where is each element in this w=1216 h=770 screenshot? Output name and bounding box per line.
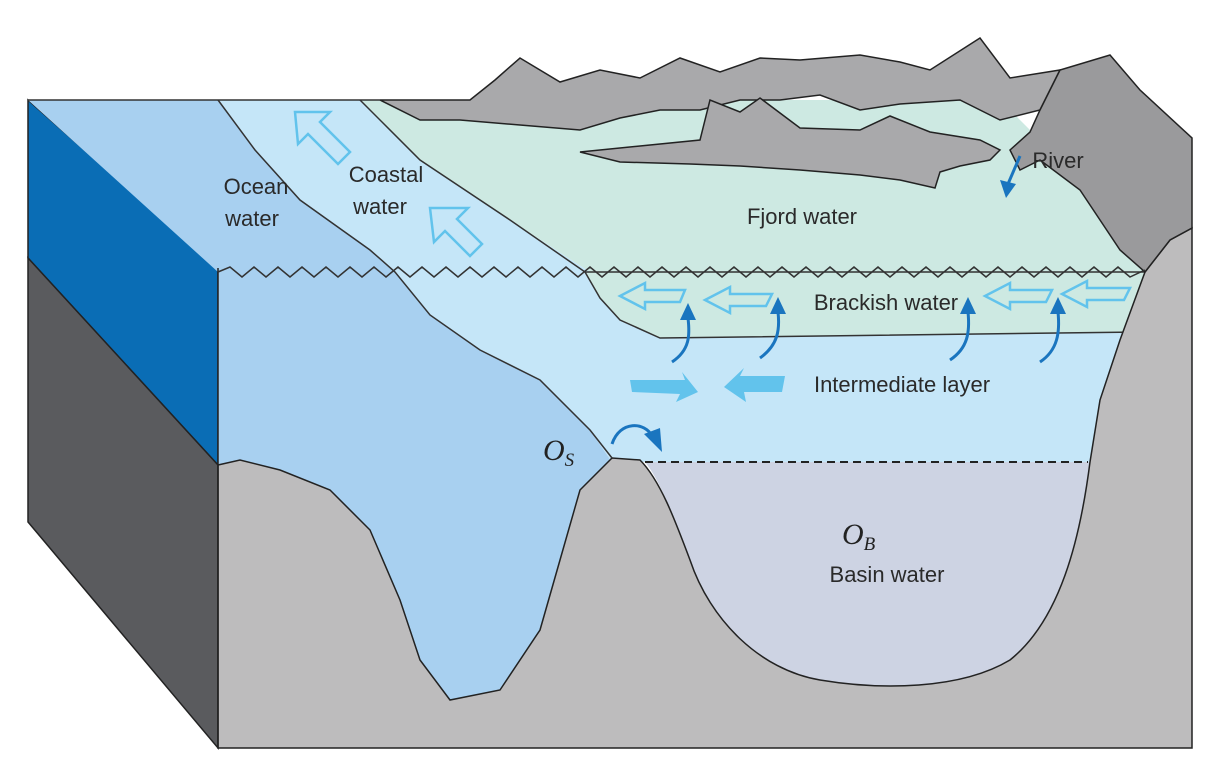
sill-symbol: OS [543, 434, 575, 471]
coastal-surface [218, 100, 590, 272]
brackish-arrow-1 [617, 280, 687, 312]
mixing-arrowhead-1 [680, 303, 696, 320]
coastal-water-label-1: Coastal [349, 162, 424, 187]
ocean-water-label-2: water [224, 206, 279, 231]
basin-water [645, 462, 1090, 686]
sill-symbol-main: O [543, 434, 565, 467]
brackish-arrow-2 [702, 284, 775, 316]
intermediate-arrow-right [630, 372, 698, 402]
brackish-water-label: Brackish water [814, 290, 958, 315]
river-label: River [1032, 148, 1083, 173]
basin-symbol: OB [842, 518, 876, 555]
water-surface-line [217, 266, 1146, 278]
fjord-water-label: Fjord water [747, 204, 857, 229]
mountain-right [1009, 54, 1193, 274]
mixing-arrowhead-3 [960, 297, 976, 314]
ocean-water-label-1: Ocean [224, 174, 289, 199]
mountain-ridge-front [579, 97, 1002, 189]
bedrock-front [217, 226, 1193, 749]
coastal-water-label-2: water [352, 194, 407, 219]
mixing-arrow-3 [949, 311, 971, 362]
brackish-arrow-4 [1059, 278, 1133, 310]
ocean-surface [28, 100, 395, 272]
brackish-arrow-3 [982, 280, 1055, 312]
ocean-cross-section [218, 272, 612, 700]
intermediate-arrow-left [724, 368, 785, 402]
mixing-arrow-1 [671, 317, 691, 364]
basin-water-label: Basin water [830, 562, 945, 587]
ocean-coastal-boundary [217, 99, 613, 459]
sill-symbol-sub: S [565, 450, 575, 471]
basin-symbol-sub: B [864, 534, 876, 555]
outflow-arrow-surface-2 [428, 206, 484, 258]
intermediate-layer-label: Intermediate layer [814, 372, 990, 397]
basin-symbol-main: O [842, 518, 864, 551]
river-arrow-shaft [1006, 155, 1022, 185]
mixing-arrow-2 [759, 311, 781, 360]
mixing-arrows [671, 311, 1061, 364]
mixing-arrowhead-2 [770, 297, 786, 314]
river-arrowhead [1000, 180, 1016, 198]
sill-overflow-arrowhead [644, 428, 662, 452]
mixing-arrowhead-4 [1050, 297, 1066, 314]
mixing-arrow-4 [1039, 311, 1061, 364]
outflow-arrow-surface-1 [293, 110, 352, 166]
coastal-fjord-boundary [359, 99, 586, 273]
